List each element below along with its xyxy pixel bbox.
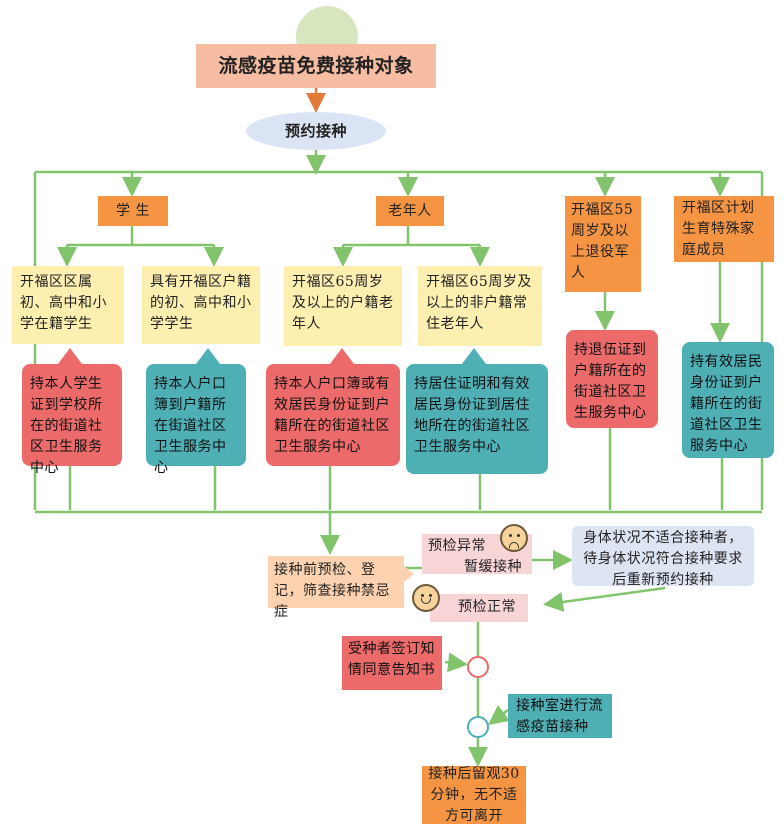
callout-tail xyxy=(58,348,82,364)
category-family-planning: 开福区计划生育特殊家庭成员 xyxy=(674,196,774,262)
abnormal-action: 暂缓接种 xyxy=(464,559,522,575)
consent-node: 受种者签订知情同意告知书 xyxy=(342,636,442,690)
precheck-normal-node: 预检正常 xyxy=(430,594,528,622)
happy-face-icon xyxy=(412,584,440,612)
unsuitable-node: 身体状况不适合接种者，待身体状况符合接种要求后重新预约接种 xyxy=(572,526,754,588)
vaccinate-node: 接种室进行流感疫苗接种 xyxy=(508,694,612,738)
callout-tail xyxy=(196,348,220,364)
instruction-student-local: 持本人学生证到学校所在的街道社区卫生服务中心 xyxy=(22,364,122,476)
callout-tail xyxy=(330,348,354,364)
category-veterans: 开福区55周岁及以上退役军人 xyxy=(565,196,641,292)
instruction-family-planning: 持有效居民身份证到户籍所在的街道社区卫生服务中心 xyxy=(682,342,774,458)
vaccinate-marker xyxy=(467,716,489,738)
callout-tail xyxy=(404,566,414,582)
consent-marker xyxy=(467,656,489,678)
group-student-local: 开福区区属初、高中和小学在籍学生 xyxy=(12,266,124,344)
appointment-node: 预约接种 xyxy=(246,112,386,150)
group-elderly-nonregistered: 开福区65周岁及以上的非户籍常住老年人 xyxy=(418,266,542,346)
instruction-veterans: 持退伍证到户籍所在的街道社区卫生服务中心 xyxy=(566,330,658,428)
category-students: 学 生 xyxy=(98,196,168,226)
abnormal-label: 预检异常 xyxy=(428,538,486,554)
instruction-student-registered: 持本人户口簿到户籍所在街道社区卫生服务中心 xyxy=(146,364,246,476)
group-student-registered: 具有开福区户籍的初、高中和小学学生 xyxy=(142,266,260,344)
category-elderly: 老年人 xyxy=(376,196,444,226)
group-elderly-registered: 开福区65周岁及以上的户籍老年人 xyxy=(284,266,402,346)
page-title: 流感疫苗免费接种对象 xyxy=(196,44,436,88)
instruction-elderly-nonregistered: 持居住证明和有效居民身份证到居住地所在的街道社区卫生服务中心 xyxy=(406,364,548,474)
sad-face-icon xyxy=(500,524,528,552)
observe-node: 接种后留观30分钟，无不适方可离开 xyxy=(422,766,526,824)
callout-tail xyxy=(462,348,486,364)
instruction-elderly-registered: 持本人户口簿或有效居民身份证到户籍所在的街道社区卫生服务中心 xyxy=(266,364,400,466)
precheck-node: 接种前预检、登记，筛查接种禁忌症 xyxy=(268,556,404,620)
